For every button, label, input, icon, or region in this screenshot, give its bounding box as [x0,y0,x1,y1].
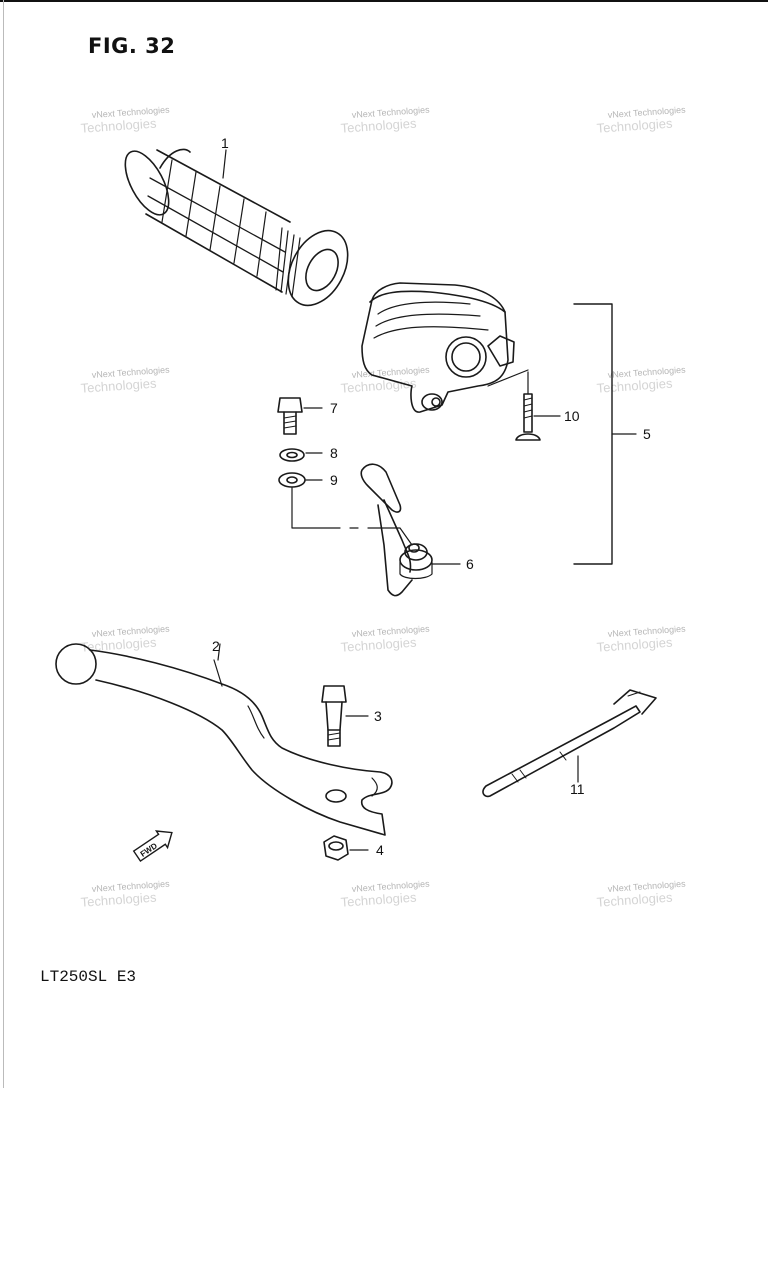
callout-number: 3 [374,708,382,724]
svg-text:Technologies: Technologies [340,376,417,396]
washer-part [279,448,305,462]
callout-number: 10 [564,408,580,424]
svg-text:Technologies: Technologies [340,890,417,910]
svg-text:Technologies: Technologies [80,635,157,655]
svg-text:Technologies: Technologies [340,635,417,655]
svg-text:Technologies: Technologies [596,376,673,396]
callout-number: 4 [376,842,384,858]
watermark: vNext Technologies Technologies [596,624,686,655]
watermark: vNext Technologies Technologies [596,105,686,136]
page-top-border [0,0,768,2]
assembly-bracket [573,303,613,565]
assembly-leader-line [291,487,413,546]
svg-text:Technologies: Technologies [596,635,673,655]
callout-number: 2 [212,638,220,654]
callout-labels: 1 2 3 4 5 6 7 8 9 10 11 [212,135,651,858]
watermark: vNext Technologies Technologies [340,365,430,396]
lever-part [55,643,393,836]
callout-number: 9 [330,472,338,488]
switch-housing-part [361,282,529,413]
nut-part [323,835,349,861]
svg-text:Technologies: Technologies [340,116,417,136]
watermark: vNext Technologies Technologies [340,879,430,910]
callout-number: 1 [221,135,229,151]
lever-pivot-bolt-part [321,685,347,747]
svg-text:Technologies: Technologies [596,890,673,910]
svg-text:Technologies: Technologies [80,116,157,136]
callout-number: 5 [643,426,651,442]
watermark: vNext Technologies Technologies [596,365,686,396]
watermark: vNext Technologies Technologies [80,365,170,396]
strap-part [482,689,657,798]
svg-text:Technologies: Technologies [80,376,157,396]
watermark: vNext Technologies Technologies [340,624,430,655]
model-code-label: LT250SL E3 [40,968,137,986]
watermark: vNext Technologies Technologies [80,105,170,136]
svg-text:Technologies: Technologies [80,890,157,910]
watermark: vNext Technologies Technologies [340,105,430,136]
callout-number: 8 [330,445,338,461]
washer-part [278,472,306,488]
watermark: vNext Technologies Technologies [596,879,686,910]
svg-text:Technologies: Technologies [596,116,673,136]
callout-number: 6 [466,556,474,572]
figure-title: FIG. 32 [88,34,176,58]
watermark: vNext Technologies Technologies [80,879,170,910]
bolt-small-part [277,397,303,435]
watermark: vNext Technologies Technologies [80,624,170,655]
page-left-border [3,0,4,1088]
screw-part [515,371,541,441]
fwd-arrow-icon: FWD [132,830,173,863]
callout-number: 11 [570,781,585,797]
watermark-grid: vNext Technologies Technologies vNext Te… [80,105,686,910]
callout-number: 7 [330,400,338,416]
choke-lever-part [360,463,433,597]
grip-part [124,148,349,307]
